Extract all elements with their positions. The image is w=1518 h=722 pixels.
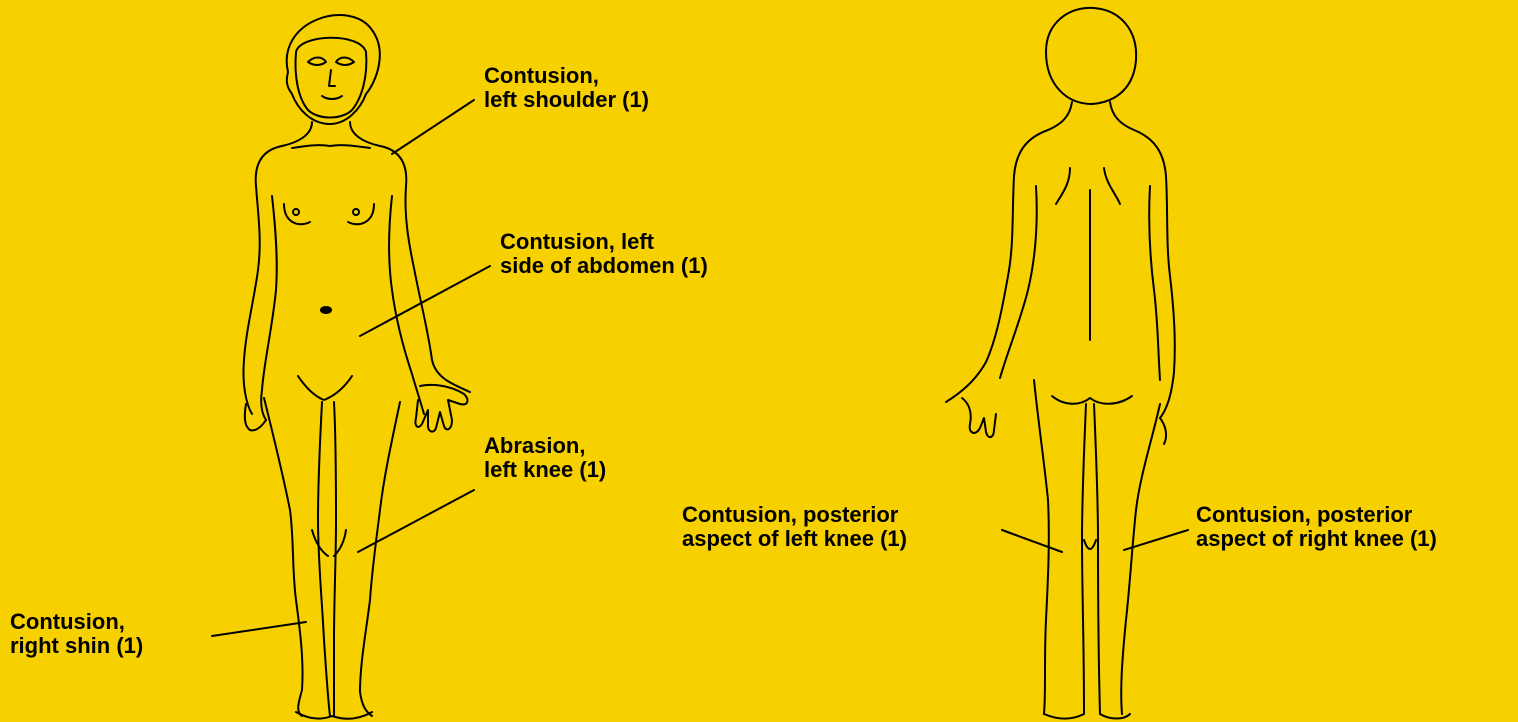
front-nose-mouth	[322, 70, 342, 99]
front-left-leg-outer	[360, 402, 400, 716]
leader-left-knee	[358, 490, 474, 552]
front-nipple-left	[353, 209, 359, 215]
label-left-shoulder-line2: left shoulder (1)	[484, 88, 649, 112]
back-knees	[1084, 540, 1096, 549]
label-posterior-right-knee-contusion: Contusion, posterior aspect of right kne…	[1196, 503, 1437, 551]
back-legs-inner	[1082, 404, 1100, 714]
back-right-leg-outer	[1121, 404, 1160, 714]
label-right-shin-contusion: Contusion, right shin (1)	[10, 610, 143, 658]
label-left-abdomen-line1: Contusion, left	[500, 230, 708, 254]
front-pelvis	[298, 376, 352, 400]
leader-lines	[212, 100, 1188, 636]
front-knees	[312, 530, 346, 556]
leader-left-shoulder	[392, 100, 474, 154]
back-figure	[946, 8, 1175, 719]
front-right-leg-outer	[264, 398, 303, 716]
label-posterior-left-knee-contusion: Contusion, posterior aspect of left knee…	[682, 503, 907, 551]
back-buttocks	[1052, 396, 1132, 404]
front-clavicles	[292, 145, 370, 148]
leader-posterior-left-knee	[1002, 530, 1062, 552]
back-neck-shoulders	[946, 102, 1072, 402]
front-torso-left-edge	[243, 122, 312, 414]
back-feet	[1044, 714, 1130, 719]
front-eyes	[308, 58, 354, 66]
label-left-abdomen-contusion: Contusion, left side of abdomen (1)	[500, 230, 708, 278]
back-left-hand	[962, 398, 996, 437]
label-posterior-left-knee-line2: aspect of left knee (1)	[682, 527, 907, 551]
back-head	[1046, 8, 1136, 104]
front-figure	[243, 15, 470, 719]
label-right-shin-line2: right shin (1)	[10, 634, 143, 658]
label-left-knee-line1: Abrasion,	[484, 434, 606, 458]
leader-right-shin	[212, 622, 306, 636]
label-left-shoulder-line1: Contusion,	[484, 64, 649, 88]
back-right-side	[1110, 102, 1175, 418]
front-legs-inner	[318, 402, 336, 716]
front-nipples	[293, 209, 299, 215]
front-left-inner-arm	[261, 196, 277, 420]
back-scapulae	[1056, 168, 1120, 204]
label-left-knee-abrasion: Abrasion, left knee (1)	[484, 434, 606, 482]
front-navel	[321, 307, 331, 313]
label-right-shin-line1: Contusion,	[10, 610, 143, 634]
label-left-knee-line2: left knee (1)	[484, 458, 606, 482]
back-right-hand	[1160, 418, 1166, 444]
back-right-inner-arm	[1149, 186, 1160, 380]
front-torso-right-edge	[350, 122, 470, 392]
back-left-inner-arm	[1000, 186, 1037, 378]
front-right-hand	[245, 404, 266, 430]
label-posterior-left-knee-line1: Contusion, posterior	[682, 503, 907, 527]
label-left-abdomen-line2: side of abdomen (1)	[500, 254, 708, 278]
label-posterior-right-knee-line2: aspect of right knee (1)	[1196, 527, 1437, 551]
label-left-shoulder-contusion: Contusion, left shoulder (1)	[484, 64, 649, 112]
label-posterior-right-knee-line1: Contusion, posterior	[1196, 503, 1437, 527]
